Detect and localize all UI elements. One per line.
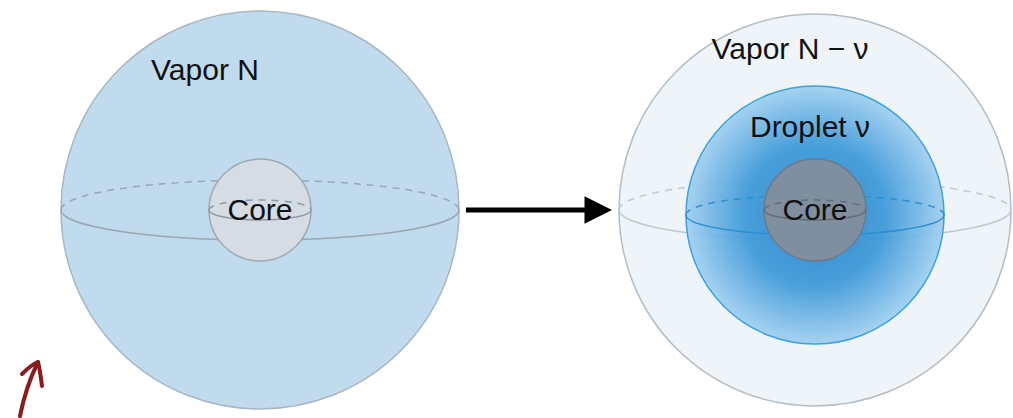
- process-arrow: [466, 208, 590, 213]
- node-label: Droplet ν: [750, 109, 870, 145]
- vapor-sphere: Vapor N − ν Droplet ν Core: [618, 13, 1012, 407]
- droplet-sphere: Droplet ν Core: [685, 85, 945, 345]
- node-label: Vapor N: [151, 52, 259, 88]
- sphere-body: [764, 159, 866, 261]
- core-sphere: Core: [208, 158, 312, 262]
- node-label: Vapor N − ν: [711, 31, 868, 67]
- sphere-body: [619, 14, 1011, 406]
- sphere-body: [209, 159, 311, 261]
- vapor-sphere: Vapor N Core: [60, 10, 460, 410]
- node-label: Core: [782, 192, 847, 228]
- node-label: Core: [227, 192, 292, 228]
- sphere-body: [61, 11, 459, 409]
- core-sphere: Core: [763, 158, 867, 262]
- sphere-body: [686, 86, 944, 344]
- hand-drawn-arrowhead: [22, 362, 42, 386]
